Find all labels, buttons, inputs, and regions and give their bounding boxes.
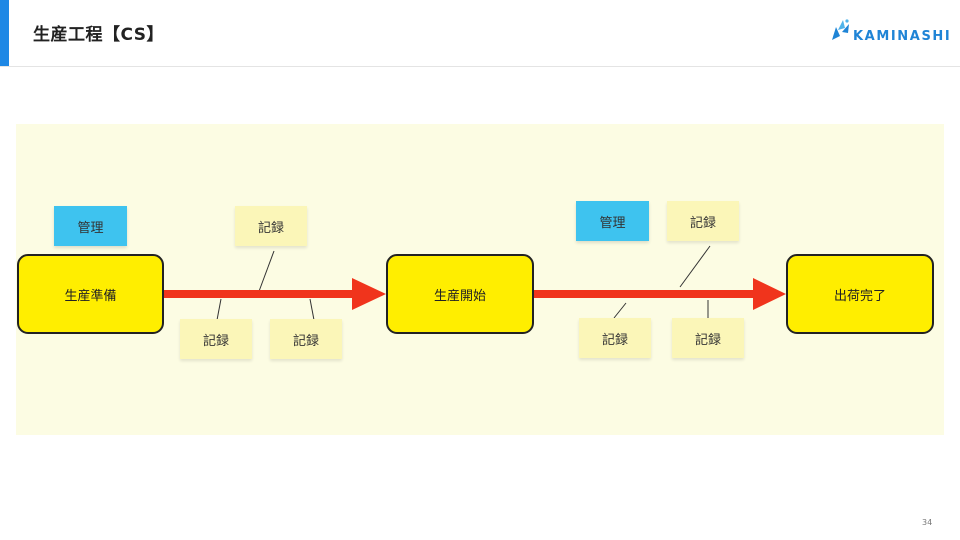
flow-arrow-2 [534, 278, 786, 310]
sticky-note-record: 記録 [270, 319, 342, 359]
slide-header: 生産工程【CS】 KAMINASHI [0, 0, 960, 67]
connector-line [613, 302, 627, 319]
sticky-note-record: 記録 [667, 201, 739, 241]
sticky-note-management: 管理 [576, 201, 649, 241]
connector-line [679, 245, 711, 288]
sticky-note-management: 管理 [54, 206, 127, 246]
stage-shipment-complete: 出荷完了 [786, 254, 934, 334]
stage-production-prep: 生産準備 [17, 254, 164, 334]
sticky-note-record: 記録 [235, 206, 307, 246]
logo-mark-icon [832, 19, 849, 40]
connector-line [257, 250, 275, 295]
connector-line [309, 298, 315, 321]
sticky-note-record: 記録 [579, 318, 651, 358]
diagram-connectors [164, 245, 786, 321]
sticky-note-record: 記録 [180, 319, 252, 359]
process-diagram: 生産準備 生産開始 出荷完了 管理 記録 記録 記録 管理 記録 記録 記録 [16, 124, 944, 435]
flow-arrow-1 [164, 278, 386, 310]
stage-production-start: 生産開始 [386, 254, 534, 334]
page-number: 34 [922, 518, 933, 527]
header-accent-bar [0, 0, 9, 66]
connector-line [216, 298, 222, 321]
logo-text: KAMINASHI [853, 29, 952, 44]
page-title: 生産工程【CS】 [33, 25, 165, 45]
kaminashi-logo: KAMINASHI [829, 18, 950, 48]
sticky-note-record: 記録 [672, 318, 744, 358]
